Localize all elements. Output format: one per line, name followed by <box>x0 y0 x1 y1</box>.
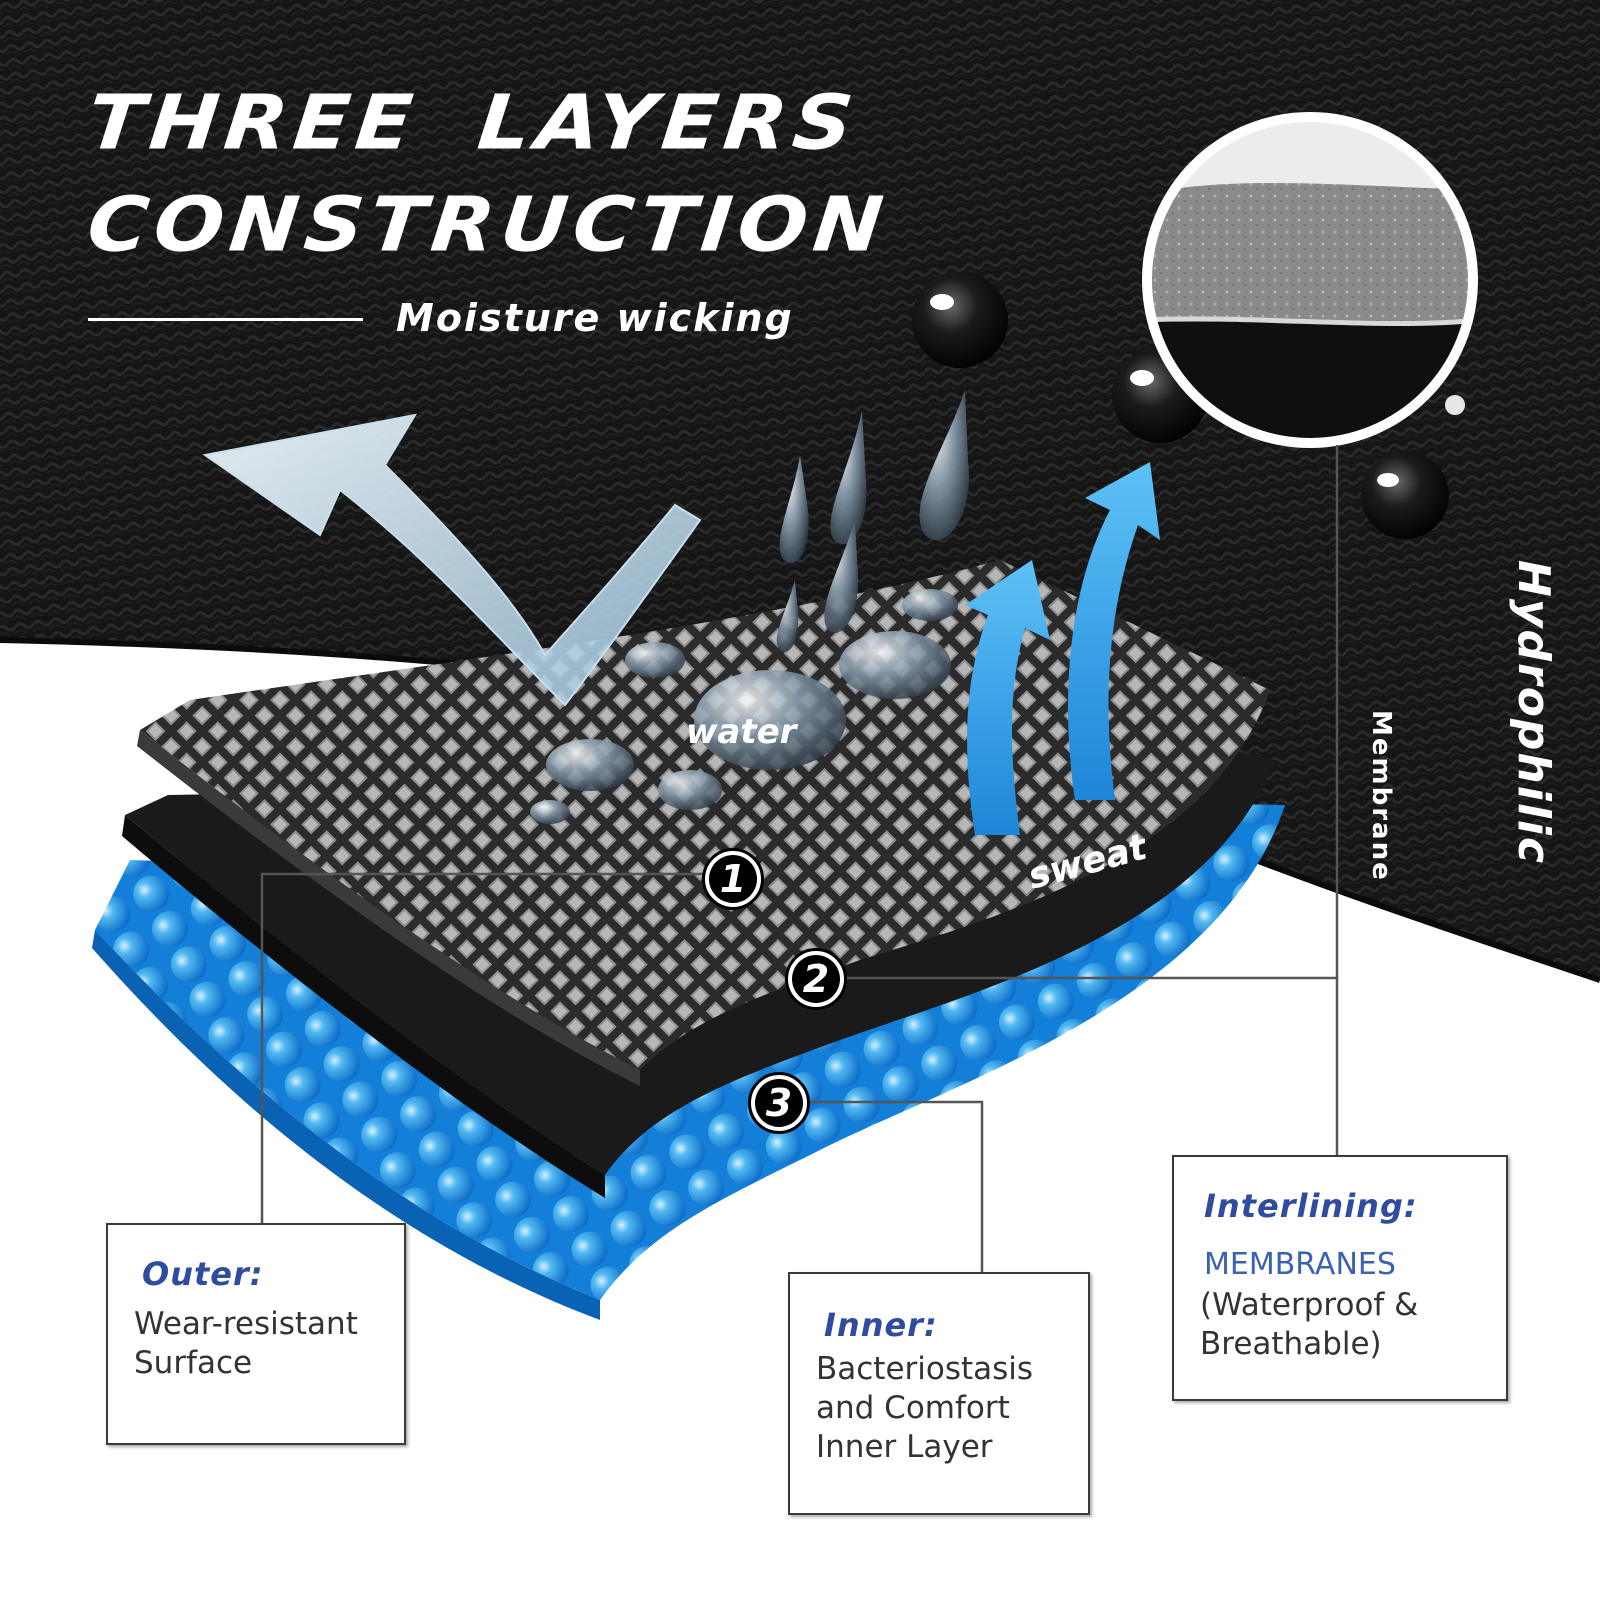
rain-drop-icon <box>776 390 970 652</box>
layer-badge-number: 3 <box>755 1079 803 1127</box>
layer-badge-number: 1 <box>709 855 757 903</box>
water-drop-icon <box>530 589 958 824</box>
moisture-arrow-icon <box>202 413 702 707</box>
title-line-1: THREE LAYERS <box>83 79 863 167</box>
subtitle: Moisture wicking <box>396 296 794 340</box>
inner-description: Bacteriostasis and Comfort Inner Layer <box>816 1351 1034 1465</box>
layer-badge-number: 2 <box>792 955 840 1003</box>
interlining-callout: Interlining: MEMBRANES (Waterproof & Bre… <box>1172 1155 1508 1401</box>
interlining-heading: Interlining: <box>1204 1187 1418 1225</box>
outer-description: Wear-resistant Surface <box>134 1306 358 1381</box>
outer-callout: Outer: Wear-resistant Surface <box>106 1223 406 1445</box>
layer-badge-1: 1 <box>702 848 764 910</box>
hydrophilic-label: Hydrophilic <box>1508 560 1559 866</box>
interlining-subheading: MEMBRANES <box>1204 1247 1396 1282</box>
inner-heading: Inner: <box>824 1306 938 1344</box>
interlining-description: (Waterproof & Breathable) <box>1200 1287 1419 1362</box>
layer-badge-3: 3 <box>748 1072 810 1134</box>
subtitle-rule <box>88 318 363 321</box>
title-line-2: CONSTRUCTION <box>83 181 893 269</box>
inner-callout: Inner: Bacteriostasis and Comfort Inner … <box>788 1272 1090 1515</box>
sweat-arrow-icon <box>965 462 1160 835</box>
water-label: water <box>686 712 797 752</box>
magnifier-circle-icon <box>1142 112 1478 448</box>
outer-heading: Outer: <box>142 1255 264 1293</box>
layer-badge-2: 2 <box>785 948 847 1010</box>
membrane-label: Membrane <box>1366 710 1396 882</box>
callout-connectors <box>260 445 1339 1272</box>
water-bead-icon <box>912 272 1465 539</box>
